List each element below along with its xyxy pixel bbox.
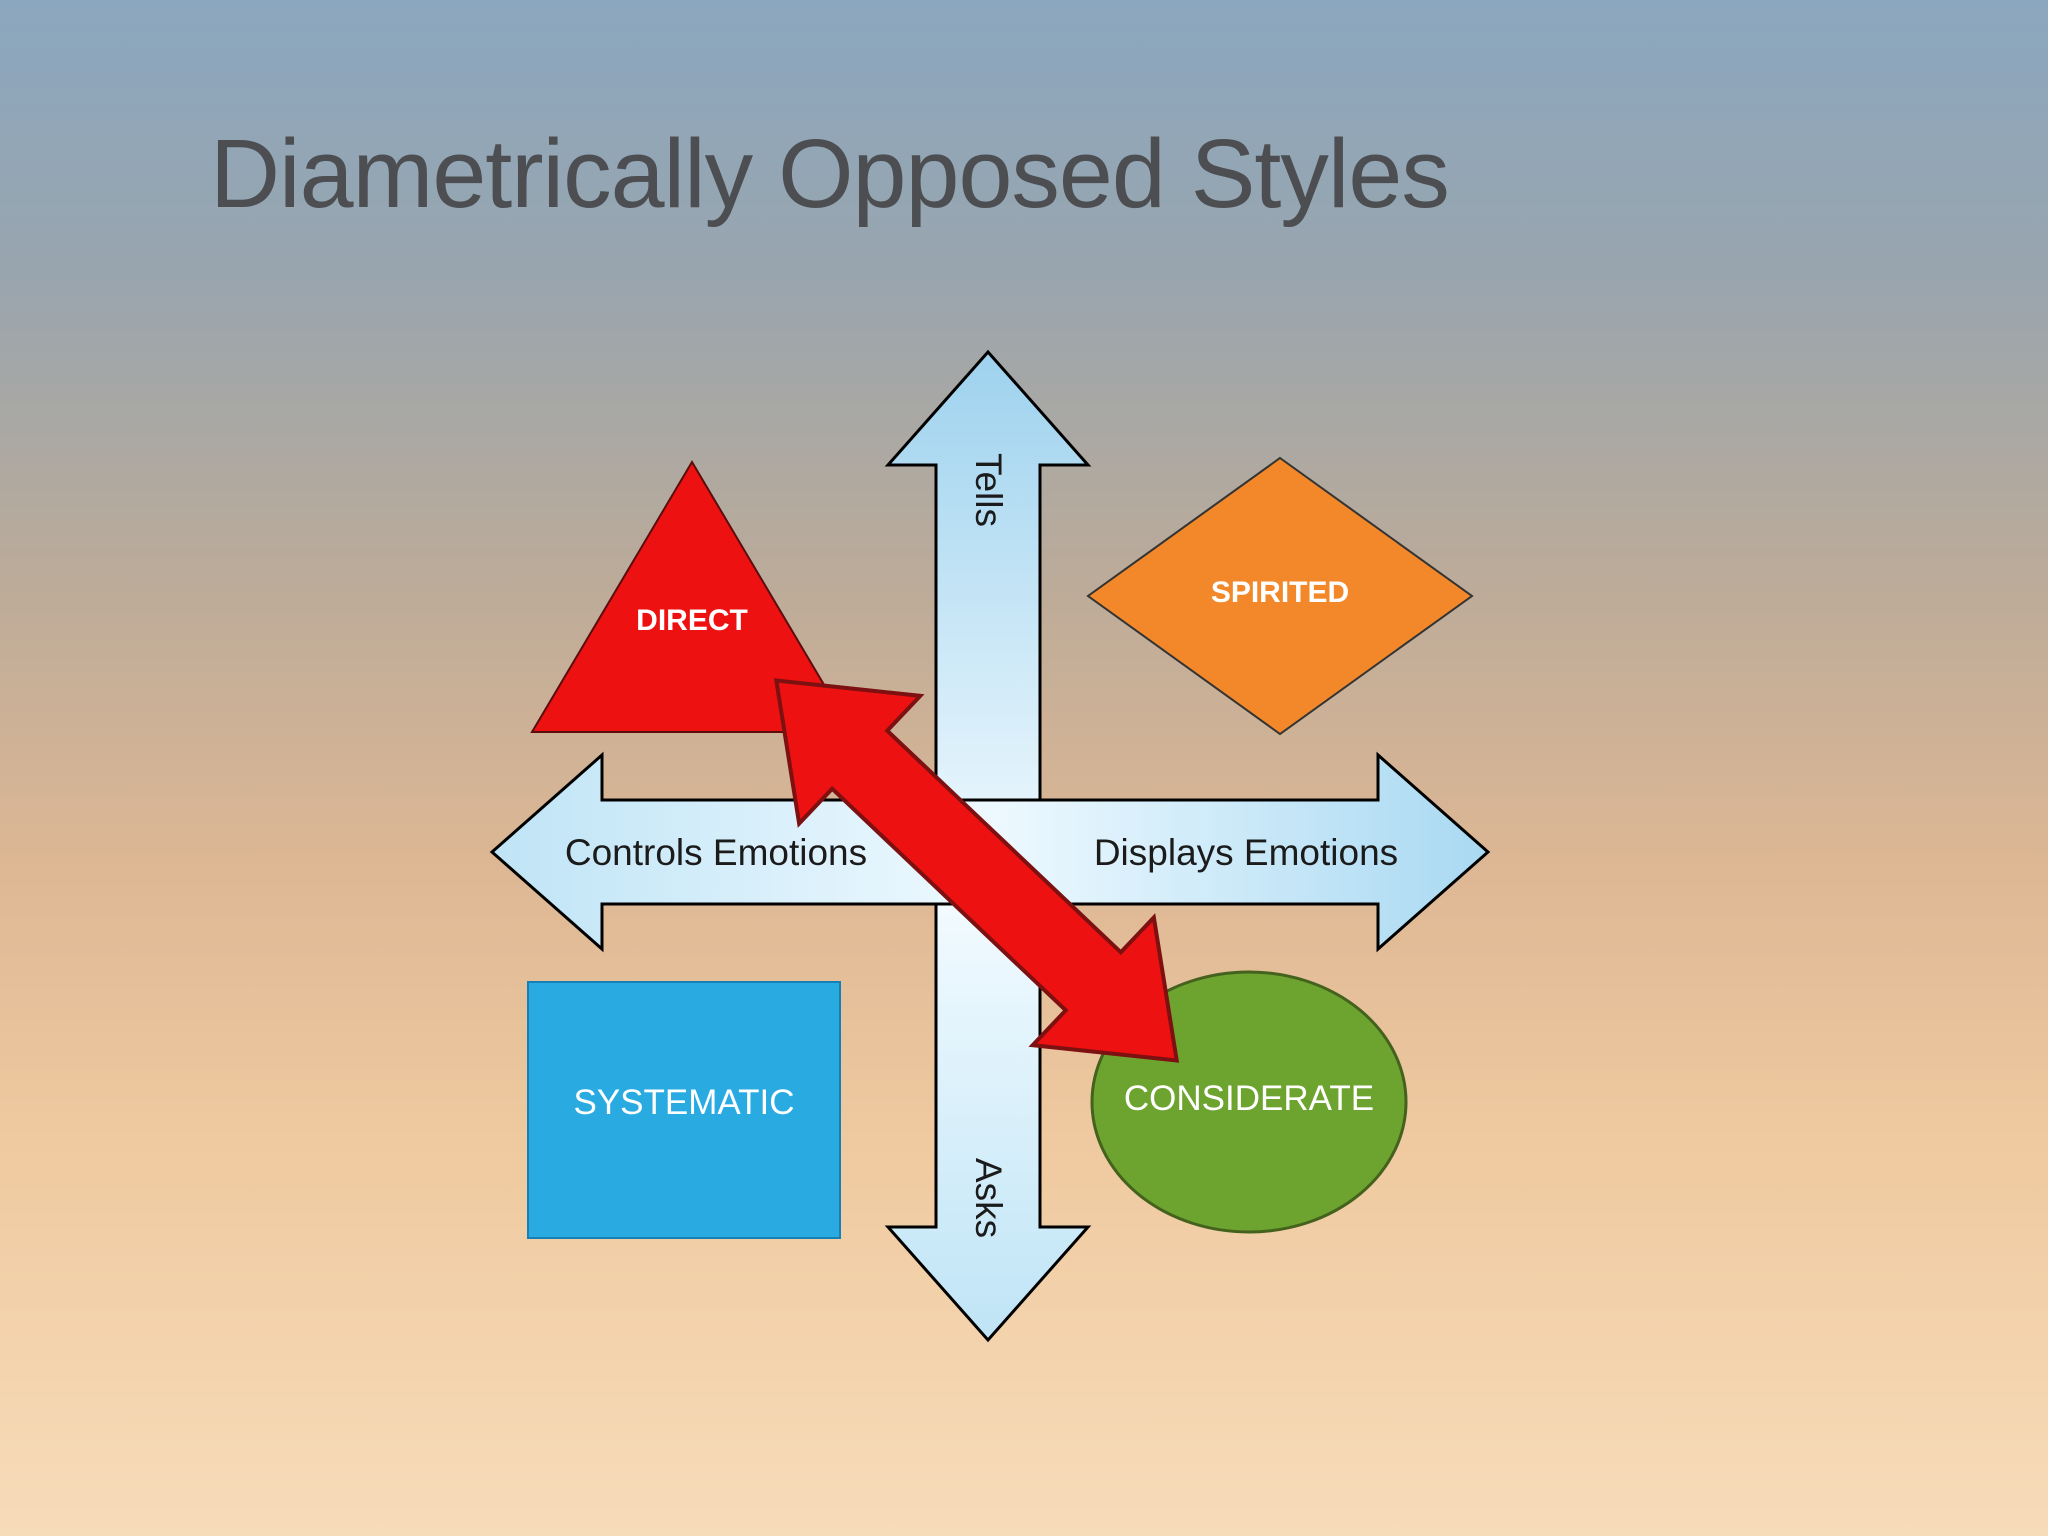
direct-label: DIRECT [636,604,748,637]
spirited-diamond [1086,456,1474,736]
systematic-label: SYSTEMATIC [573,1083,794,1122]
spirited-label: SPIRITED [1211,576,1349,609]
considerate-label: CONSIDERATE [1124,1079,1374,1118]
axis-label-displays-emotions: Displays Emotions [1094,832,1398,873]
direct-triangle [530,460,854,733]
systematic-square [527,981,841,1239]
axis-label-asks: Asks [968,1158,1009,1238]
axis-label-tells: Tells [968,453,1009,527]
opposition-arrow [773,678,1180,1063]
slide-title: Diametrically Opposed Styles [210,119,1450,228]
axis-label-controls-emotions: Controls Emotions [565,832,867,873]
